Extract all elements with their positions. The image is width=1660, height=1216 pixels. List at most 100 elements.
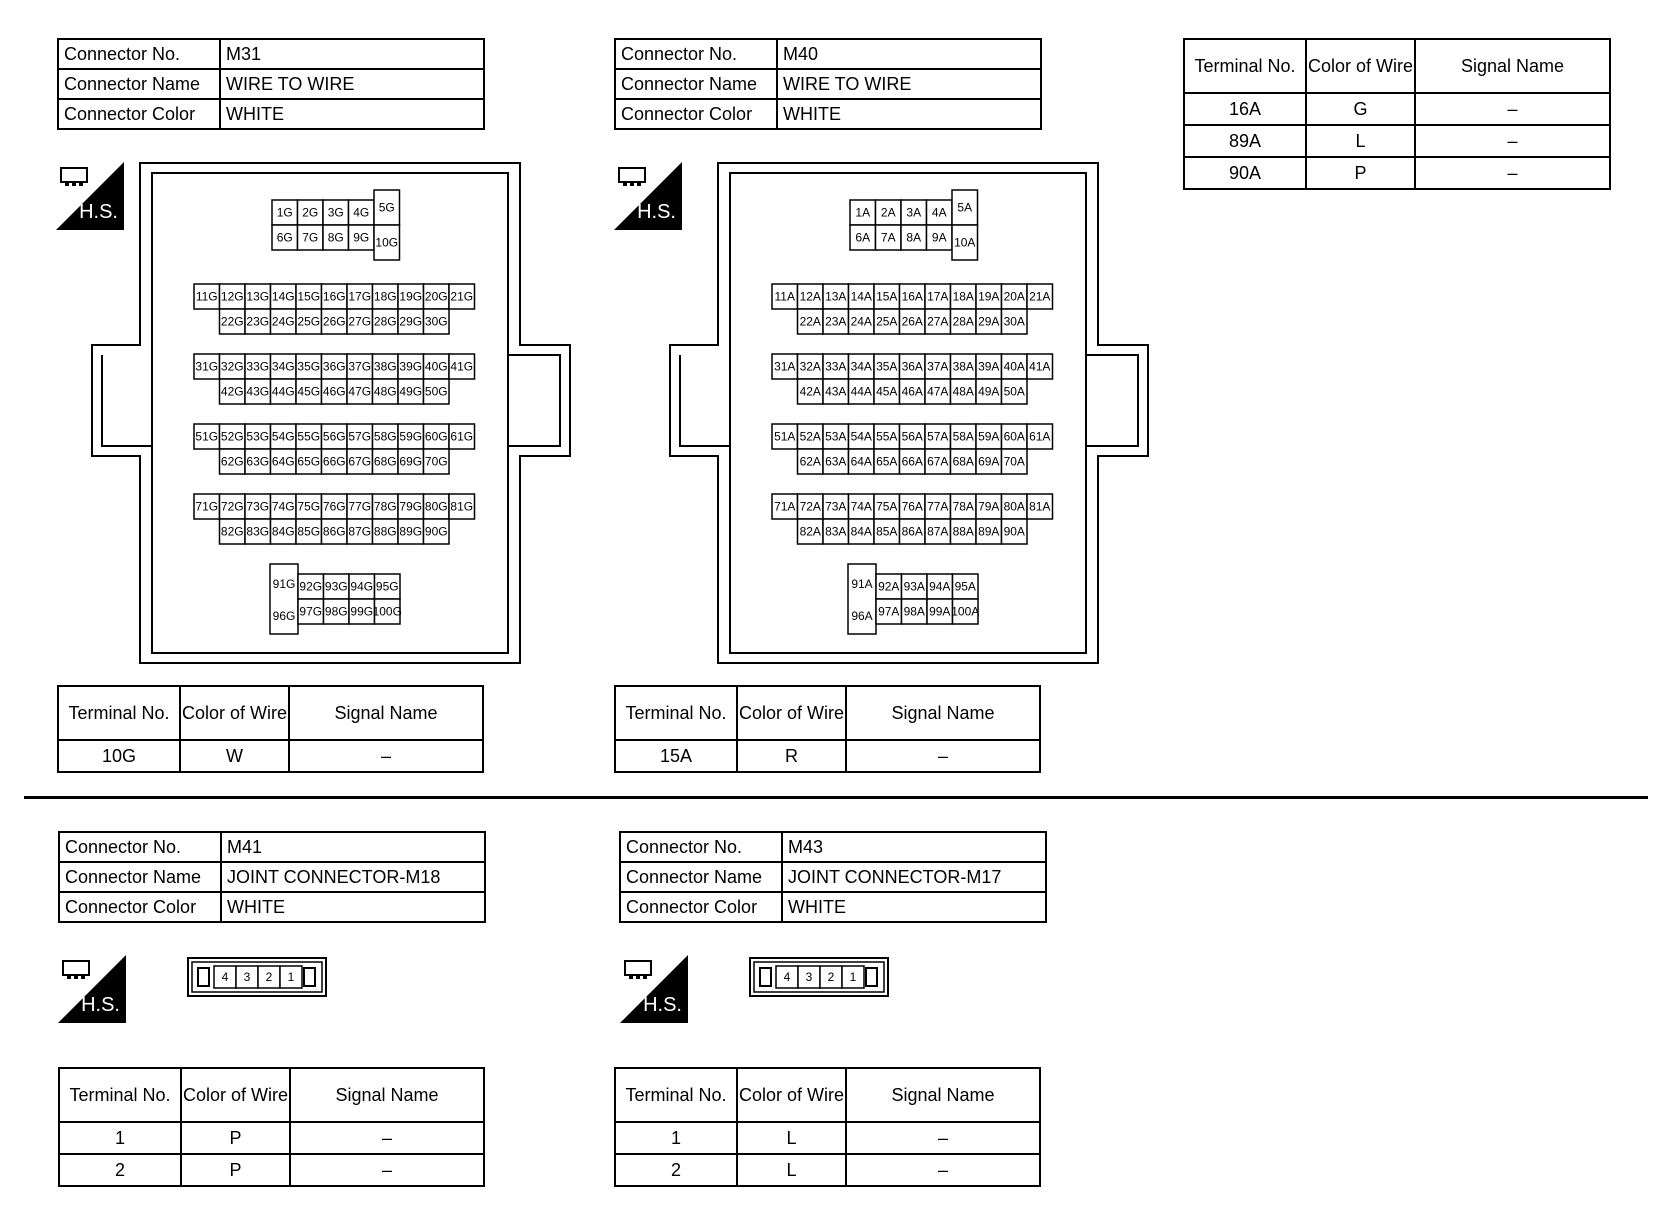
svg-text:3: 3: [244, 970, 251, 984]
connector-no-label: Connector No.: [57, 38, 221, 70]
pin-cell: 99G: [348, 598, 376, 625]
svg-text:21A: 21A: [1029, 290, 1050, 304]
svg-text:92A: 92A: [878, 580, 899, 594]
pin-cell: 60G: [422, 423, 450, 450]
svg-text:4: 4: [784, 970, 791, 984]
pin-cell: 63A: [822, 448, 850, 475]
pin-cell: 6A: [849, 224, 877, 251]
svg-text:6G: 6G: [277, 231, 293, 245]
svg-text:44A: 44A: [851, 385, 872, 399]
svg-text:58A: 58A: [953, 430, 974, 444]
svg-text:30A: 30A: [1004, 315, 1025, 329]
pin-label: 96A: [851, 609, 872, 623]
svg-text:94A: 94A: [929, 580, 950, 594]
signal-name-header: Signal Name: [845, 685, 1041, 741]
svg-text:51G: 51G: [195, 430, 218, 444]
svg-text:20A: 20A: [1004, 290, 1025, 304]
pin-cell: 9A: [925, 224, 953, 251]
connector-color-label: Connector Color: [619, 891, 783, 923]
svg-text:14G: 14G: [272, 290, 295, 304]
svg-text:73A: 73A: [825, 500, 846, 514]
svg-text:8A: 8A: [906, 231, 921, 245]
pin-cell: 13G: [244, 283, 272, 310]
svg-text:62A: 62A: [800, 455, 821, 469]
svg-text:29G: 29G: [399, 315, 422, 329]
connector-name-value: JOINT CONNECTOR-M17: [781, 861, 1047, 893]
svg-text:84A: 84A: [851, 525, 872, 539]
table-row: 89A L –: [1183, 124, 1611, 158]
pin-cell: 10G: [373, 224, 401, 261]
connector-name-value: JOINT CONNECTOR-M18: [220, 861, 486, 893]
pin-cell: 26G: [320, 308, 348, 335]
pin-cell: 56G: [320, 423, 348, 450]
svg-text:14A: 14A: [851, 290, 872, 304]
pin-cell: 55G: [295, 423, 323, 450]
svg-text:47A: 47A: [927, 385, 948, 399]
pin-cell: 5G: [373, 189, 401, 226]
svg-text:58G: 58G: [374, 430, 397, 444]
pin-cell: 16G: [320, 283, 348, 310]
pin-cell: 39A: [975, 353, 1003, 380]
pin-cell: 37G: [346, 353, 374, 380]
svg-text:93A: 93A: [904, 580, 925, 594]
pin-cell: 2: [819, 965, 843, 989]
pin-cell: 85G: [295, 518, 323, 545]
svg-text:80A: 80A: [1004, 500, 1025, 514]
pin-cell: 34A: [847, 353, 875, 380]
pin-cell: 81A: [1026, 493, 1054, 520]
pin-cell: 88A: [949, 518, 977, 545]
harness-side-icon: H.S.: [620, 955, 688, 1023]
terminal-cell: 2: [614, 1153, 738, 1187]
pin-cell: 72A: [796, 493, 824, 520]
pin-cell: 19A: [975, 283, 1003, 310]
pin-cell: 1: [841, 965, 865, 989]
svg-text:1: 1: [288, 970, 295, 984]
latch: [197, 967, 210, 987]
svg-text:8G: 8G: [328, 231, 344, 245]
svg-text:69G: 69G: [399, 455, 422, 469]
pin-cell: 59A: [975, 423, 1003, 450]
svg-text:46G: 46G: [323, 385, 346, 399]
pin-cell: 35A: [873, 353, 901, 380]
pin-cell: 36A: [898, 353, 926, 380]
svg-text:23G: 23G: [246, 315, 269, 329]
svg-text:26A: 26A: [902, 315, 923, 329]
pin-cell: 3A: [900, 199, 928, 226]
svg-text:43G: 43G: [246, 385, 269, 399]
pin-cell: 52A: [796, 423, 824, 450]
svg-text:64G: 64G: [272, 455, 295, 469]
pin-cell: 94G: [348, 573, 376, 600]
pin-cell: 47G: [346, 378, 374, 405]
table-row: 1 L –: [614, 1121, 1041, 1155]
svg-text:59G: 59G: [399, 430, 422, 444]
svg-text:62G: 62G: [221, 455, 244, 469]
color-of-wire-header: Color of Wire: [179, 1067, 292, 1123]
connector-color-label: Connector Color: [614, 98, 778, 130]
svg-text:32G: 32G: [221, 360, 244, 374]
svg-text:38A: 38A: [953, 360, 974, 374]
pin-cell: 89G: [397, 518, 425, 545]
svg-text:41G: 41G: [450, 360, 473, 374]
pin-cell: 75G: [295, 493, 323, 520]
pin-cell: 85A: [873, 518, 901, 545]
pin-cell: 16A: [898, 283, 926, 310]
pin-cell: 13A: [822, 283, 850, 310]
svg-text:40A: 40A: [1004, 360, 1025, 374]
svg-text:86G: 86G: [323, 525, 346, 539]
pin-cell: 4: [213, 965, 237, 989]
wire-cell: L: [735, 1153, 848, 1187]
svg-text:82G: 82G: [221, 525, 244, 539]
signal-cell: –: [1414, 124, 1611, 158]
svg-text:60G: 60G: [425, 430, 448, 444]
harness-side-icon: H.S.: [56, 162, 124, 230]
svg-text:78G: 78G: [374, 500, 397, 514]
svg-text:36G: 36G: [323, 360, 346, 374]
table-row: 1 P –: [58, 1121, 485, 1155]
svg-text:76A: 76A: [902, 500, 923, 514]
pin-cell: 98G: [322, 598, 350, 625]
svg-text:49G: 49G: [399, 385, 422, 399]
svg-text:90A: 90A: [1004, 525, 1025, 539]
svg-text:67A: 67A: [927, 455, 948, 469]
pin-cell: 79A: [975, 493, 1003, 520]
